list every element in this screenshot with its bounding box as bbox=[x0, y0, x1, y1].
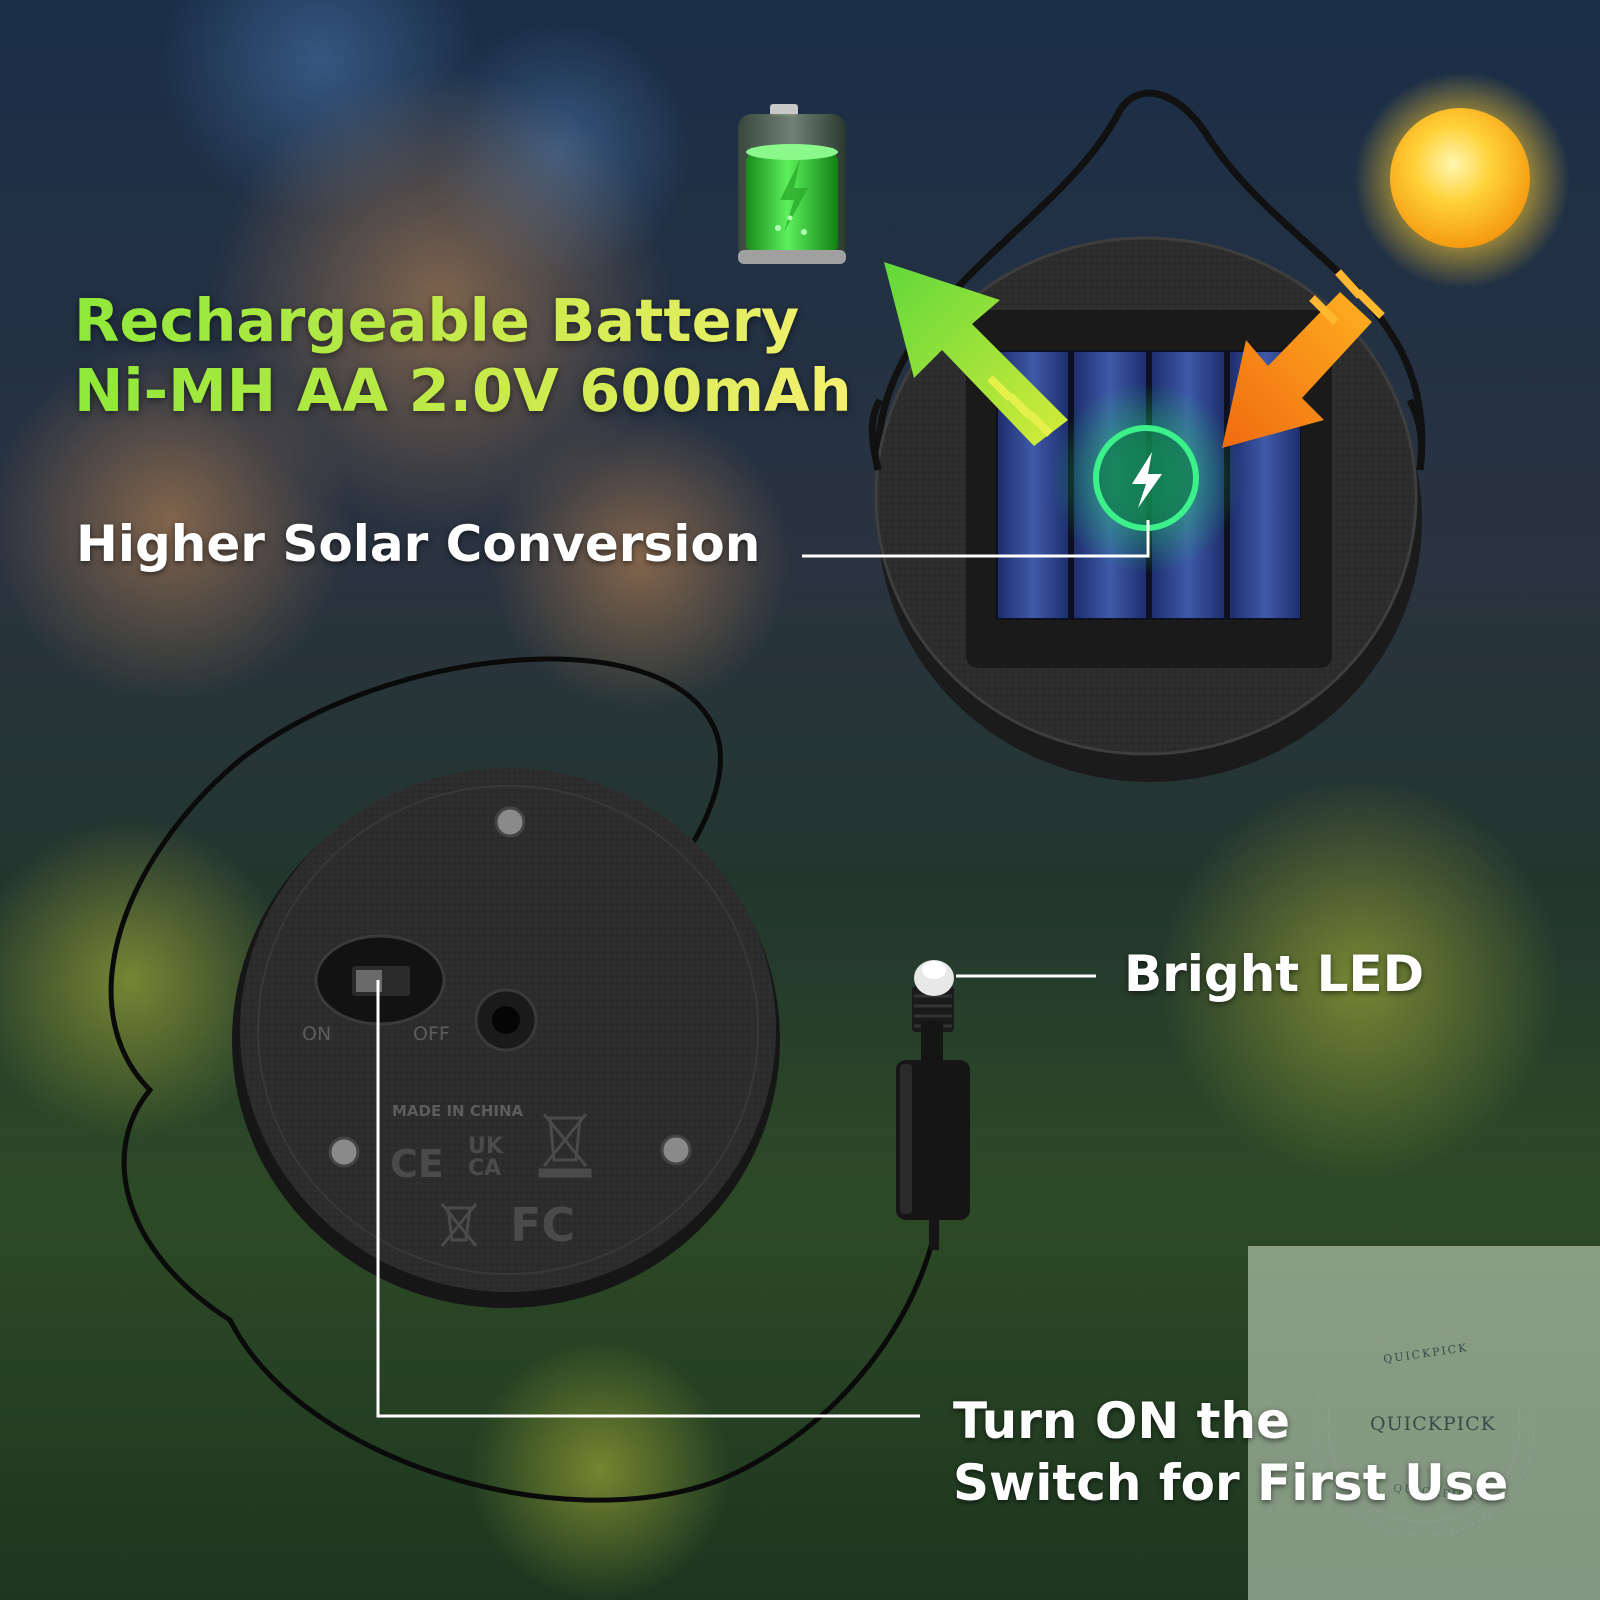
device-cord bbox=[108, 656, 941, 1503]
battery-title-line1: Rechargeable Battery bbox=[74, 286, 800, 355]
screw bbox=[494, 806, 526, 838]
battery-callout: Rechargeable Battery Ni-MH AA 2.0V 600mA… bbox=[74, 286, 852, 426]
bokeh-light bbox=[210, 70, 670, 530]
battery-title-line2: Ni-MH AA 2.0V 600mAh bbox=[74, 356, 852, 425]
bokeh-light bbox=[1160, 780, 1560, 1180]
switch-off-label: OFF bbox=[413, 1023, 450, 1045]
sun-icon bbox=[1390, 108, 1530, 248]
arrow-up-left-icon bbox=[884, 262, 1068, 446]
callout-line-switch bbox=[376, 980, 920, 1418]
watermark-brand: QUICKPICK bbox=[1370, 1413, 1496, 1435]
screw bbox=[660, 1134, 692, 1166]
bokeh-light bbox=[0, 340, 350, 700]
made-in-label: MADE IN CHINA bbox=[392, 1102, 524, 1120]
switch-callout-line2: Switch for First Use bbox=[953, 1454, 1509, 1512]
screw bbox=[328, 1136, 360, 1168]
callout-line-solar bbox=[802, 520, 1150, 558]
solar-light-bottom bbox=[232, 768, 780, 1308]
recycle-icon bbox=[440, 1113, 592, 1247]
ce-mark: CE bbox=[390, 1142, 444, 1186]
led-callout: Bright LED bbox=[1124, 945, 1425, 1003]
watermark-panel bbox=[1248, 1246, 1600, 1600]
led-bulb bbox=[896, 960, 970, 1250]
bokeh-light bbox=[490, 410, 790, 710]
bokeh-light bbox=[0, 820, 290, 1140]
solar-callout: Higher Solar Conversion bbox=[76, 515, 761, 573]
fc-mark: FC bbox=[510, 1198, 576, 1252]
switch-callout-line1: Turn ON the bbox=[953, 1392, 1291, 1450]
switch-callout: Turn ON the Switch for First Use bbox=[953, 1390, 1508, 1514]
bokeh-light bbox=[470, 1340, 730, 1600]
switch-on-label: ON bbox=[302, 1023, 332, 1045]
ukca-mark: UK CA bbox=[468, 1134, 503, 1181]
charging-bolt-icon bbox=[1132, 452, 1162, 508]
arrow-down-left-icon bbox=[1222, 269, 1385, 448]
battery-icon bbox=[738, 104, 846, 264]
